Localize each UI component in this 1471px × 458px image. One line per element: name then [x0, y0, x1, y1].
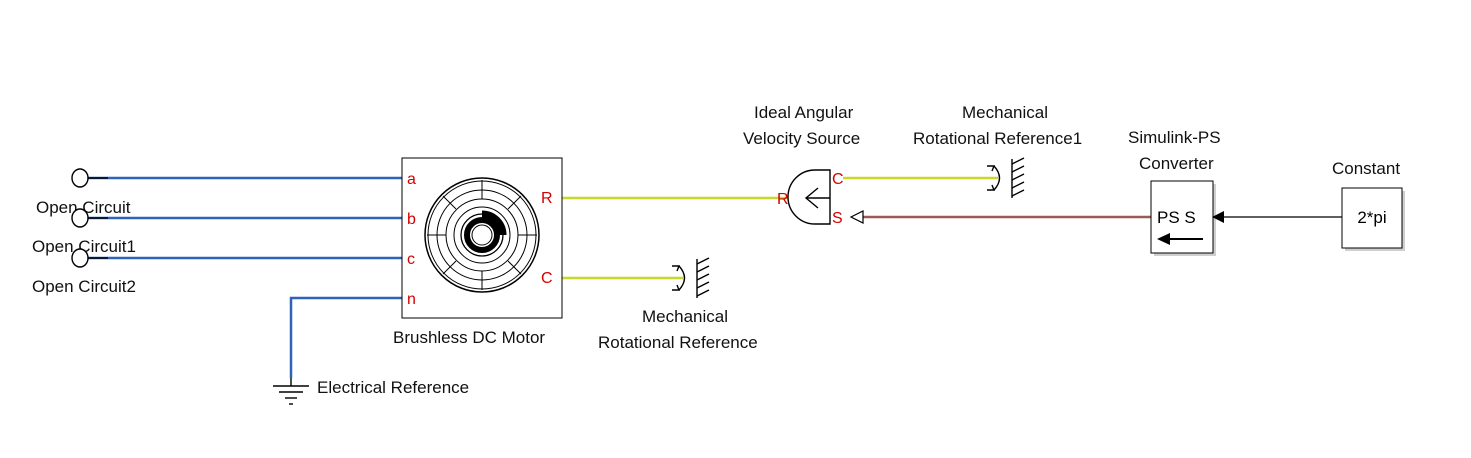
converter-text: PS S [1157, 208, 1196, 227]
converter-input-arrow [1212, 211, 1224, 223]
constant-value: 2*pi [1357, 208, 1386, 227]
source-icon [804, 187, 830, 209]
source-ps-input-arrow [849, 210, 864, 224]
constant-box [1341, 187, 1403, 249]
converter-label-line2: Converter [1139, 154, 1214, 173]
motor-port-c: c [407, 251, 415, 268]
source-port-s: S [832, 210, 843, 227]
mechanical-reference-icon [672, 257, 710, 298]
open-circuit-icon [71, 208, 89, 228]
open-circuit-block[interactable]: Open Circuit [36, 168, 131, 217]
source-body [787, 169, 831, 225]
motor-port-b: b [407, 211, 416, 228]
open-circuit-icon [71, 248, 89, 268]
open-circuit-icon [71, 168, 89, 188]
open-circuit1-label: Open Circuit1 [32, 237, 136, 256]
motor-port-r: R [541, 190, 553, 207]
connections [88, 176, 1342, 378]
motor-icon [424, 177, 540, 293]
brushless-dc-motor-block[interactable]: a b c n R C Brushless DC Motor [393, 157, 563, 347]
open-circuit-label: Open Circuit [36, 198, 131, 217]
source-port-r: R [777, 191, 789, 208]
simulink-ps-converter-block[interactable]: PS S Simulink-PS Converter [1128, 128, 1224, 256]
motor-label: Brushless DC Motor [393, 328, 545, 347]
constant-block[interactable]: 2*pi Constant [1332, 159, 1405, 251]
constant-label: Constant [1332, 159, 1400, 178]
mechanical-rotational-reference1-block[interactable]: Mechanical Rotational Reference1 [913, 103, 1082, 198]
electrical-reference-label: Electrical Reference [317, 378, 469, 397]
converter-label-line1: Simulink-PS [1128, 128, 1221, 147]
ground-icon [273, 378, 309, 405]
left-arrow-icon [1157, 233, 1203, 245]
source-label-line2: Velocity Source [743, 129, 860, 148]
motor-port-a: a [407, 171, 416, 188]
source-label-line1: Ideal Angular [754, 103, 854, 122]
source-port-c: C [832, 171, 844, 188]
electrical-reference-block[interactable]: Electrical Reference [273, 378, 469, 405]
mech-ref-label-line2: Rotational Reference [598, 333, 758, 352]
motor-port-n: n [407, 291, 416, 308]
mechanical-reference-icon [987, 157, 1025, 198]
wire-n-to-electrical-reference[interactable] [289, 296, 402, 378]
mech-ref1-label-line2: Rotational Reference1 [913, 129, 1082, 148]
mech-ref1-label-line1: Mechanical [962, 103, 1048, 122]
mechanical-rotational-reference-block[interactable]: Mechanical Rotational Reference [598, 257, 758, 352]
motor-port-c-mech: C [541, 270, 553, 287]
open-circuit1-block[interactable]: Open Circuit1 [32, 208, 136, 256]
open-circuit2-block[interactable]: Open Circuit2 [32, 248, 136, 296]
ideal-angular-velocity-source-block[interactable]: R C S Ideal Angular Velocity Source [743, 103, 864, 227]
mech-ref-label-line1: Mechanical [642, 307, 728, 326]
open-circuit2-label: Open Circuit2 [32, 277, 136, 296]
